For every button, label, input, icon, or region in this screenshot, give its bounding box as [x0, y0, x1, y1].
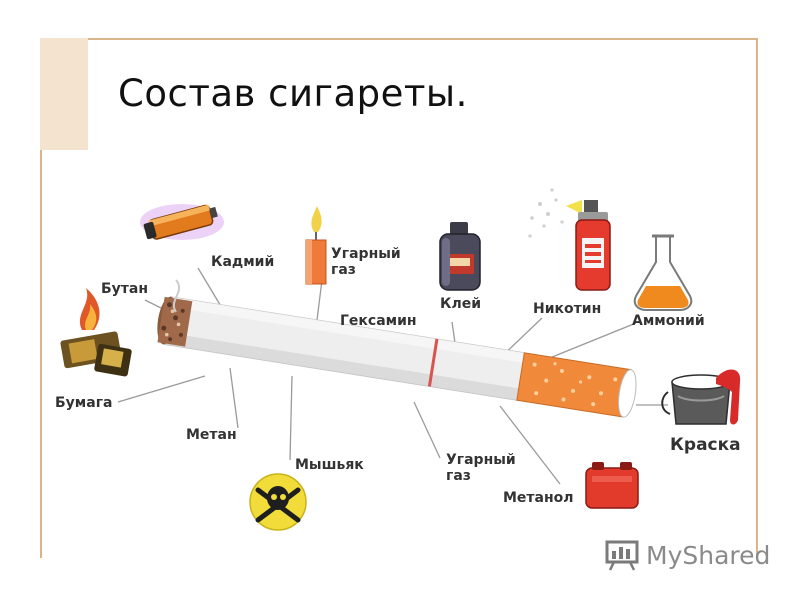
battery-icon: [140, 204, 224, 240]
label-butan: Бутан: [101, 281, 149, 297]
candle-icon: [305, 206, 327, 285]
label-ugarny-gaz-top: Угарный газ: [331, 246, 401, 278]
label-myshyak: Мышьяк: [295, 457, 364, 473]
label-ammoniy: Аммоний: [632, 313, 705, 329]
label-nikotin: Никотин: [533, 301, 602, 317]
cigarette-band: [427, 338, 439, 387]
presentation-board-icon: [605, 540, 639, 571]
filter-end: [618, 369, 637, 418]
label-metanol: Метанол: [503, 490, 574, 506]
label-geksamin: Гексамин: [340, 313, 417, 329]
flask-icon: [633, 234, 693, 311]
fuel-can-icon: [585, 462, 639, 509]
label-metan: Метан: [186, 427, 237, 443]
leader-metan: [229, 367, 239, 429]
leader-bumaga: [117, 375, 206, 403]
paint-bucket-icon: [661, 369, 741, 425]
skull-crossbones-icon: [249, 473, 307, 531]
slide-frame: [40, 38, 758, 558]
label-kraska: Краска: [670, 435, 741, 455]
label-kley: Клей: [440, 296, 482, 312]
label-bumaga: Бумага: [55, 395, 113, 411]
title-accent-band: [40, 38, 88, 150]
cigarette: [157, 279, 637, 418]
watermark: MyShared: [604, 538, 770, 572]
slide-title: Состав сигареты.: [118, 72, 468, 115]
leader-myshyak: [289, 375, 293, 461]
glue-bottle-icon: [439, 222, 481, 291]
spray-can-icon: [528, 188, 611, 291]
leader-ugarny-bottom: [413, 401, 441, 459]
lighter-icon: [60, 288, 132, 377]
smoke-wisp: [173, 279, 181, 313]
cigarette-filter: [516, 352, 632, 418]
label-ugarny-gaz-bottom: Угарный газ: [446, 452, 516, 484]
watermark-text: MyShared: [646, 540, 771, 570]
label-kadmiy: Кадмий: [211, 254, 275, 270]
leader-metanol: [499, 405, 561, 485]
